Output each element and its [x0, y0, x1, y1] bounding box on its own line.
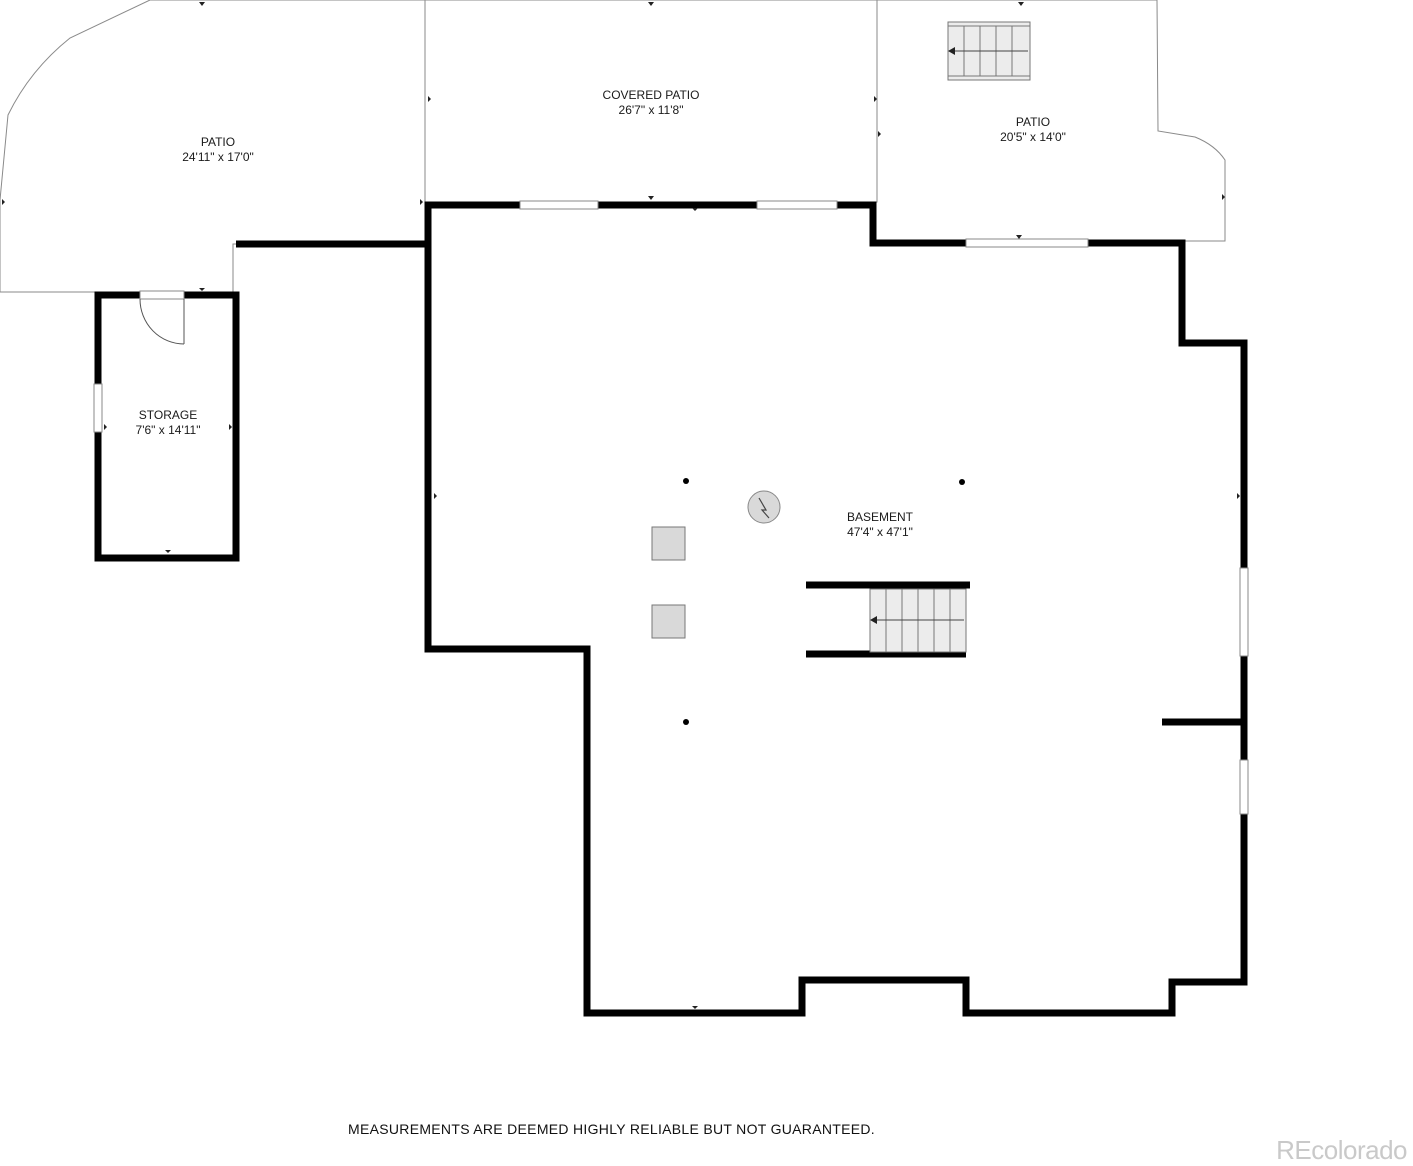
- window: [139, 290, 185, 300]
- support-post: [683, 478, 689, 484]
- support-post: [959, 479, 965, 485]
- walls: [94, 201, 1248, 1017]
- covered-patio-outline: [424, 0, 878, 203]
- room-label-patio-west: PATIO 24'11" x 17'0": [158, 135, 278, 165]
- utility-box: [651, 526, 686, 561]
- room-name: PATIO: [1015, 115, 1051, 129]
- window: [1239, 567, 1249, 657]
- room-dimensions: 20'5" x 14'0": [1000, 130, 1066, 144]
- window: [965, 238, 1089, 248]
- room-name: PATIO: [200, 135, 236, 149]
- brand-watermark: REcolorado: [1276, 1135, 1407, 1165]
- room-label-storage: STORAGE 7'6" x 14'11": [108, 408, 228, 438]
- room-name: COVERED PATIO: [602, 88, 700, 102]
- room-dimensions: 47'4" x 47'1": [847, 525, 913, 539]
- stairs-patio: [947, 21, 1031, 81]
- basement-walls: [236, 201, 1248, 1017]
- room-name: BASEMENT: [846, 510, 913, 524]
- storage-walls: [94, 291, 240, 562]
- room-dimensions: 26'7" x 11'8": [618, 103, 684, 117]
- window: [519, 200, 599, 210]
- room-label-patio-east: PATIO 20'5" x 14'0": [973, 115, 1093, 145]
- disclaimer-text: MEASUREMENTS ARE DEEMED HIGHLY RELIABLE …: [348, 1121, 875, 1137]
- room-label-covered-patio: COVERED PATIO 26'7" x 11'8": [580, 88, 722, 118]
- room-name: STORAGE: [138, 408, 198, 422]
- support-post: [683, 719, 689, 725]
- storage-door: [139, 298, 185, 345]
- fixtures: [651, 478, 965, 725]
- window: [756, 200, 838, 210]
- window: [93, 383, 103, 433]
- utility-box: [651, 604, 686, 639]
- room-label-basement: BASEMENT 47'4" x 47'1": [820, 510, 940, 540]
- window: [1239, 759, 1249, 815]
- room-dimensions: 24'11" x 17'0": [182, 150, 254, 164]
- windows: [93, 200, 1249, 815]
- dimension-ticks: [2, 2, 1240, 1009]
- room-dimensions: 7'6" x 14'11": [135, 423, 201, 437]
- stairs-basement: [869, 588, 967, 653]
- patio-east-outline: [877, 0, 1226, 242]
